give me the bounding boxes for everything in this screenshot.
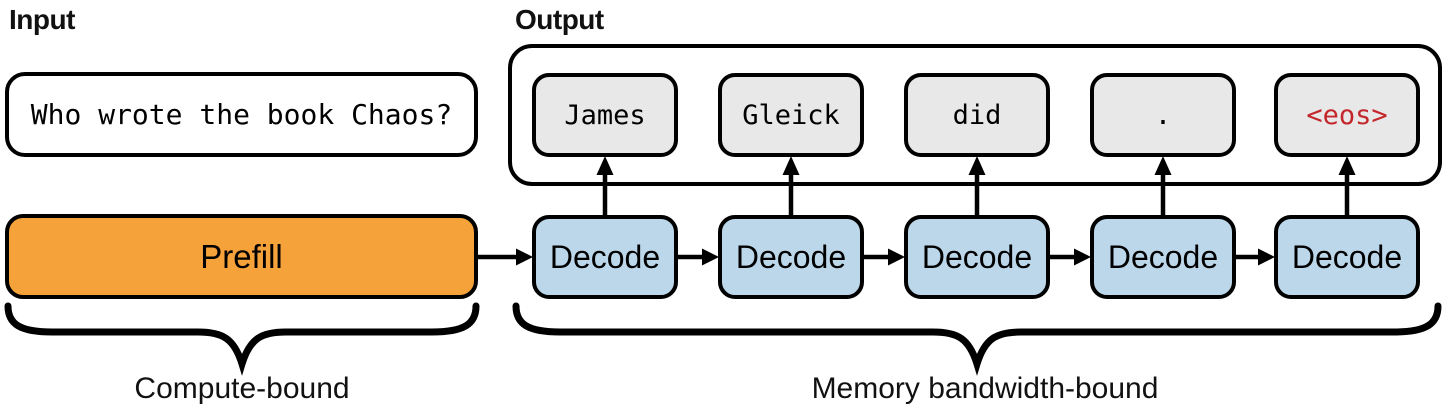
- decode-label: Decode: [1291, 238, 1403, 275]
- decode-label: Decode: [549, 238, 661, 275]
- output-section-label: Output: [515, 4, 604, 35]
- decode-box: Decode: [718, 215, 864, 299]
- token-box: James: [532, 73, 678, 157]
- decode-box: Decode: [1090, 215, 1236, 299]
- decode-box: Decode: [904, 215, 1050, 299]
- token-box-eos: <eos>: [1274, 73, 1420, 157]
- token-text: .: [1154, 99, 1172, 131]
- decode-label: Decode: [1107, 238, 1219, 275]
- decode-box: Decode: [532, 215, 678, 299]
- input-prompt-box: Who wrote the book Chaos?: [5, 72, 478, 157]
- token-box: did: [904, 73, 1050, 157]
- token-text: did: [952, 99, 1002, 131]
- token-box: .: [1090, 73, 1236, 157]
- compute-brace-icon: [4, 302, 480, 376]
- decode-label: Decode: [735, 238, 847, 275]
- prefill-label: Prefill: [200, 237, 283, 275]
- memory-bandwidth-bound-label: Memory bandwidth-bound: [811, 372, 1159, 405]
- token-text-eos: <eos>: [1306, 99, 1388, 131]
- compute-bound-label: Compute-bound: [134, 372, 350, 405]
- token-box: Gleick: [718, 73, 864, 157]
- decode-label: Decode: [921, 238, 1033, 275]
- input-prompt-text: Who wrote the book Chaos?: [30, 98, 453, 131]
- decode-box: Decode: [1274, 215, 1420, 299]
- input-section-label: Input: [9, 4, 75, 35]
- prefill-box: Prefill: [5, 214, 478, 299]
- token-text: Gleick: [742, 99, 840, 131]
- token-text: James: [564, 99, 646, 131]
- memory-brace-icon: [512, 302, 1442, 376]
